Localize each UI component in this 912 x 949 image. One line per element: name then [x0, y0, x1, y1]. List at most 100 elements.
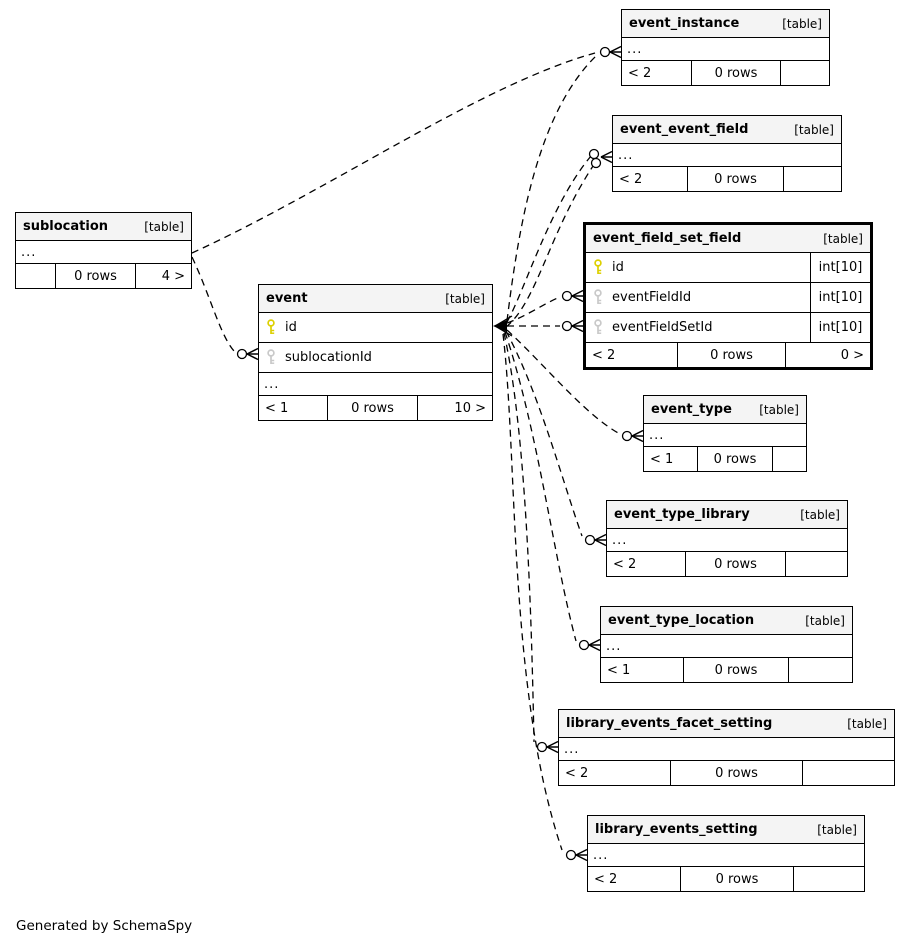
stat-parents: < 2 — [588, 867, 681, 891]
primary-key-icon — [265, 319, 277, 336]
table-type-badge: [table] — [794, 122, 834, 137]
stat-row-count: 0 rows — [692, 61, 781, 85]
table-header-event_event_field: event_event_field [table] — [613, 116, 841, 144]
stat-children — [784, 167, 841, 191]
column-row-id: id — [259, 313, 492, 343]
table-name: library_events_facet_setting — [566, 716, 773, 731]
table-type-badge: [table] — [817, 822, 857, 837]
table-type-badge: [table] — [805, 613, 845, 628]
table-type-badge: [table] — [823, 231, 863, 246]
foreign-key-icon — [592, 319, 604, 336]
stat-parents: < 2 — [586, 343, 678, 367]
table-header-event_type: event_type [table] — [644, 396, 806, 424]
table-header-event_type_library: event_type_library[table] — [607, 501, 847, 529]
edge-event-to-event_instance — [506, 54, 598, 322]
connector-event_type — [621, 429, 644, 443]
stat-row-count: 0 rows — [56, 264, 136, 288]
edge-event-to-event_field_set_field-eventFieldId — [506, 296, 561, 324]
column-row-eventFieldSetId: eventFieldSetId int[10] — [586, 313, 870, 343]
table-name: event_field_set_field — [593, 231, 742, 246]
table-header-event_instance: event_instance [table] — [622, 10, 829, 38]
table-type-badge: [table] — [847, 716, 887, 731]
stat-children — [803, 761, 894, 785]
table-name: event_event_field — [620, 122, 749, 137]
stats-row: 0 rows 4 > — [16, 264, 191, 288]
column-datatype: int[10] — [810, 283, 870, 312]
edge-event-to-event_type_library — [505, 330, 583, 537]
stat-parents: < 2 — [607, 552, 686, 576]
connector-event_instance — [599, 45, 622, 59]
stat-parents: < 2 — [613, 167, 688, 191]
stat-children — [789, 658, 852, 682]
foreign-key-icon — [265, 349, 277, 366]
table-name: event_type — [651, 402, 732, 417]
table-header-event_field_set_field: event_field_set_field [table] — [586, 225, 870, 253]
stat-row-count: 0 rows — [686, 552, 786, 576]
foreign-key-icon — [592, 289, 604, 306]
stat-children: 4 > — [161, 268, 185, 284]
column-row-eventFieldId: eventFieldId int[10] — [586, 283, 870, 313]
connector-event_event_field — [588, 148, 613, 169]
table-type-badge: [table] — [445, 291, 485, 306]
edge-event-to-library_events_facet_setting — [503, 332, 535, 743]
table-name: event — [266, 291, 308, 306]
stat-children — [794, 867, 864, 891]
stat-children — [773, 447, 806, 471]
collapsed-columns-row: ... — [601, 635, 852, 658]
edge-event-to-library_events_setting — [502, 333, 563, 851]
table-type-badge: [table] — [782, 16, 822, 31]
connector-event_type_library — [584, 533, 607, 547]
stat-parents: < 1 — [259, 396, 328, 420]
stat-parents: < 2 — [622, 61, 692, 85]
table-name: library_events_setting — [595, 822, 758, 837]
column-name: eventFieldId — [612, 290, 692, 305]
table-name: event_instance — [629, 16, 740, 31]
column-name: eventFieldSetId — [612, 320, 713, 335]
column-datatype: int[10] — [810, 313, 870, 342]
stat-row-count: 0 rows — [684, 658, 789, 682]
stat-row-count: 0 rows — [681, 867, 794, 891]
edge-sublocation-to-event_instance — [191, 52, 596, 254]
stat-parents: < 1 — [601, 658, 684, 682]
edge-sublocation-to-event-sublocationId — [191, 256, 235, 352]
connector-event-sublocationId — [236, 347, 259, 361]
connector-eventFieldSetId — [561, 319, 584, 333]
generator-credit: Generated by SchemaSpy — [16, 918, 193, 934]
edge-event-to-event_type_location — [504, 331, 577, 642]
table-library_events_facet_setting[interactable]: library_events_facet_setting [table]...< … — [558, 709, 895, 786]
collapsed-columns-row: ... — [613, 144, 841, 167]
collapsed-columns-row: ... — [259, 373, 492, 396]
stat-row-count: 0 rows — [678, 343, 786, 367]
stat-row-count: 0 rows — [328, 396, 418, 420]
edge-event-to-event_type — [506, 329, 621, 435]
table-header-library_events_facet_setting: library_events_facet_setting [table] — [559, 710, 894, 738]
primary-key-icon — [592, 259, 604, 276]
column-datatype: int[10] — [810, 253, 870, 282]
edge-event-to-event_event_field-a — [506, 155, 592, 323]
table-name: sublocation — [23, 219, 109, 234]
stat-children: 0 > — [840, 347, 864, 363]
connector-library_events_facet_setting — [536, 740, 559, 754]
collapsed-columns-row: ... — [559, 738, 894, 761]
table-type-badge: [table] — [759, 402, 799, 417]
stat-parents — [16, 264, 56, 288]
stat-children — [781, 61, 829, 85]
